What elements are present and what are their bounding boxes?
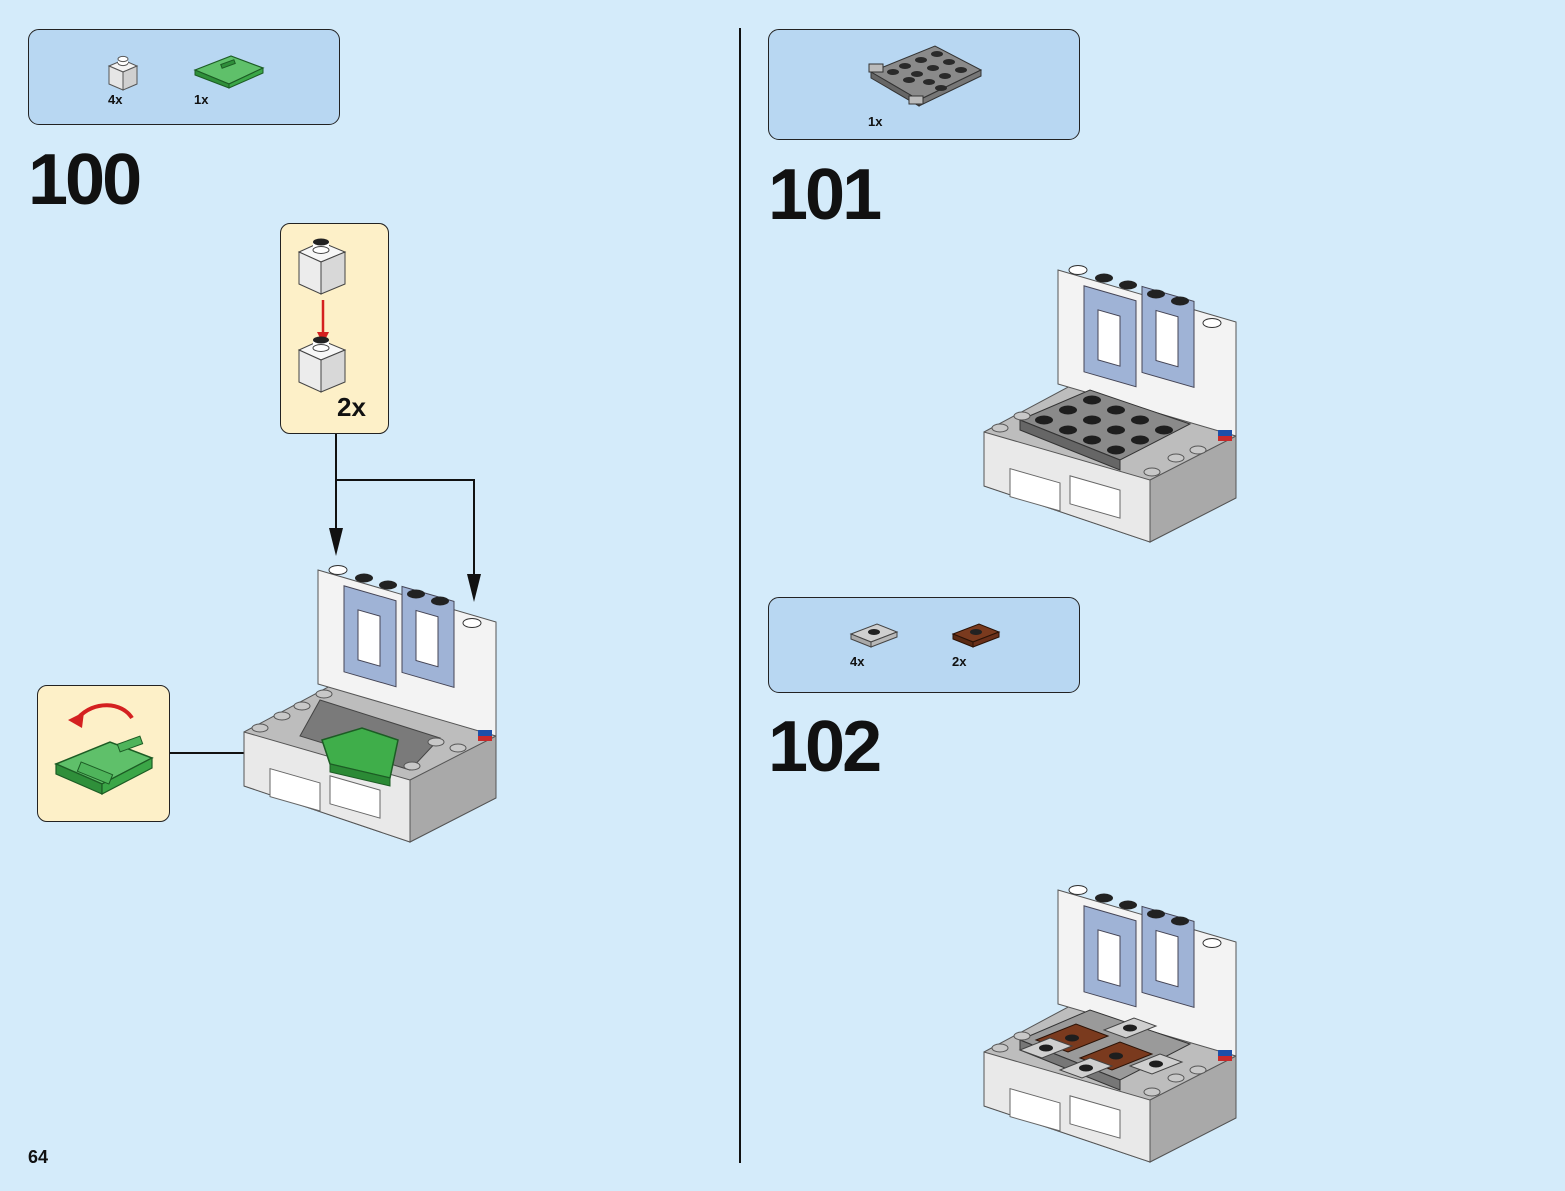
parts-box-step-101: 1x [768, 29, 1080, 140]
light-grey-jumper-plate-icon [849, 623, 899, 648]
arrow-to-right-brick [336, 479, 481, 602]
step-number: 102 [768, 707, 882, 787]
white-brick-1x1-icon [297, 336, 347, 393]
callout-qty: 2x [337, 392, 366, 422]
brown-jumper-plate-icon [951, 623, 1001, 648]
white-brick-1x1-icon [107, 55, 139, 91]
parts-box-step-100: 4x 1x [28, 29, 340, 125]
part-qty: 1x [868, 114, 883, 129]
green-suitcase-icon [193, 55, 265, 89]
part-qty: 4x [850, 654, 865, 669]
white-brick-1x1-icon [297, 238, 347, 295]
arrow-to-left-brick [329, 434, 343, 556]
step-number: 101 [768, 155, 882, 235]
page-divider [739, 28, 741, 1163]
model-step-100 [243, 565, 497, 843]
model-step-102 [983, 885, 1237, 1163]
stack-bricks-callout: 2x [280, 223, 389, 434]
model-step-101 [983, 265, 1237, 543]
part-qty: 2x [952, 654, 967, 669]
rotate-suitcase-callout [37, 685, 170, 822]
step-number: 100 [28, 140, 142, 220]
green-suitcase-icon [54, 735, 154, 795]
part-qty: 4x [108, 92, 123, 107]
parts-box-step-102: 4x 2x [768, 597, 1080, 693]
rotate-arrow-icon [68, 703, 134, 728]
dark-grey-hinge-plate-icon [868, 45, 983, 107]
part-qty: 1x [194, 92, 209, 107]
page-number: 64 [28, 1147, 49, 1167]
